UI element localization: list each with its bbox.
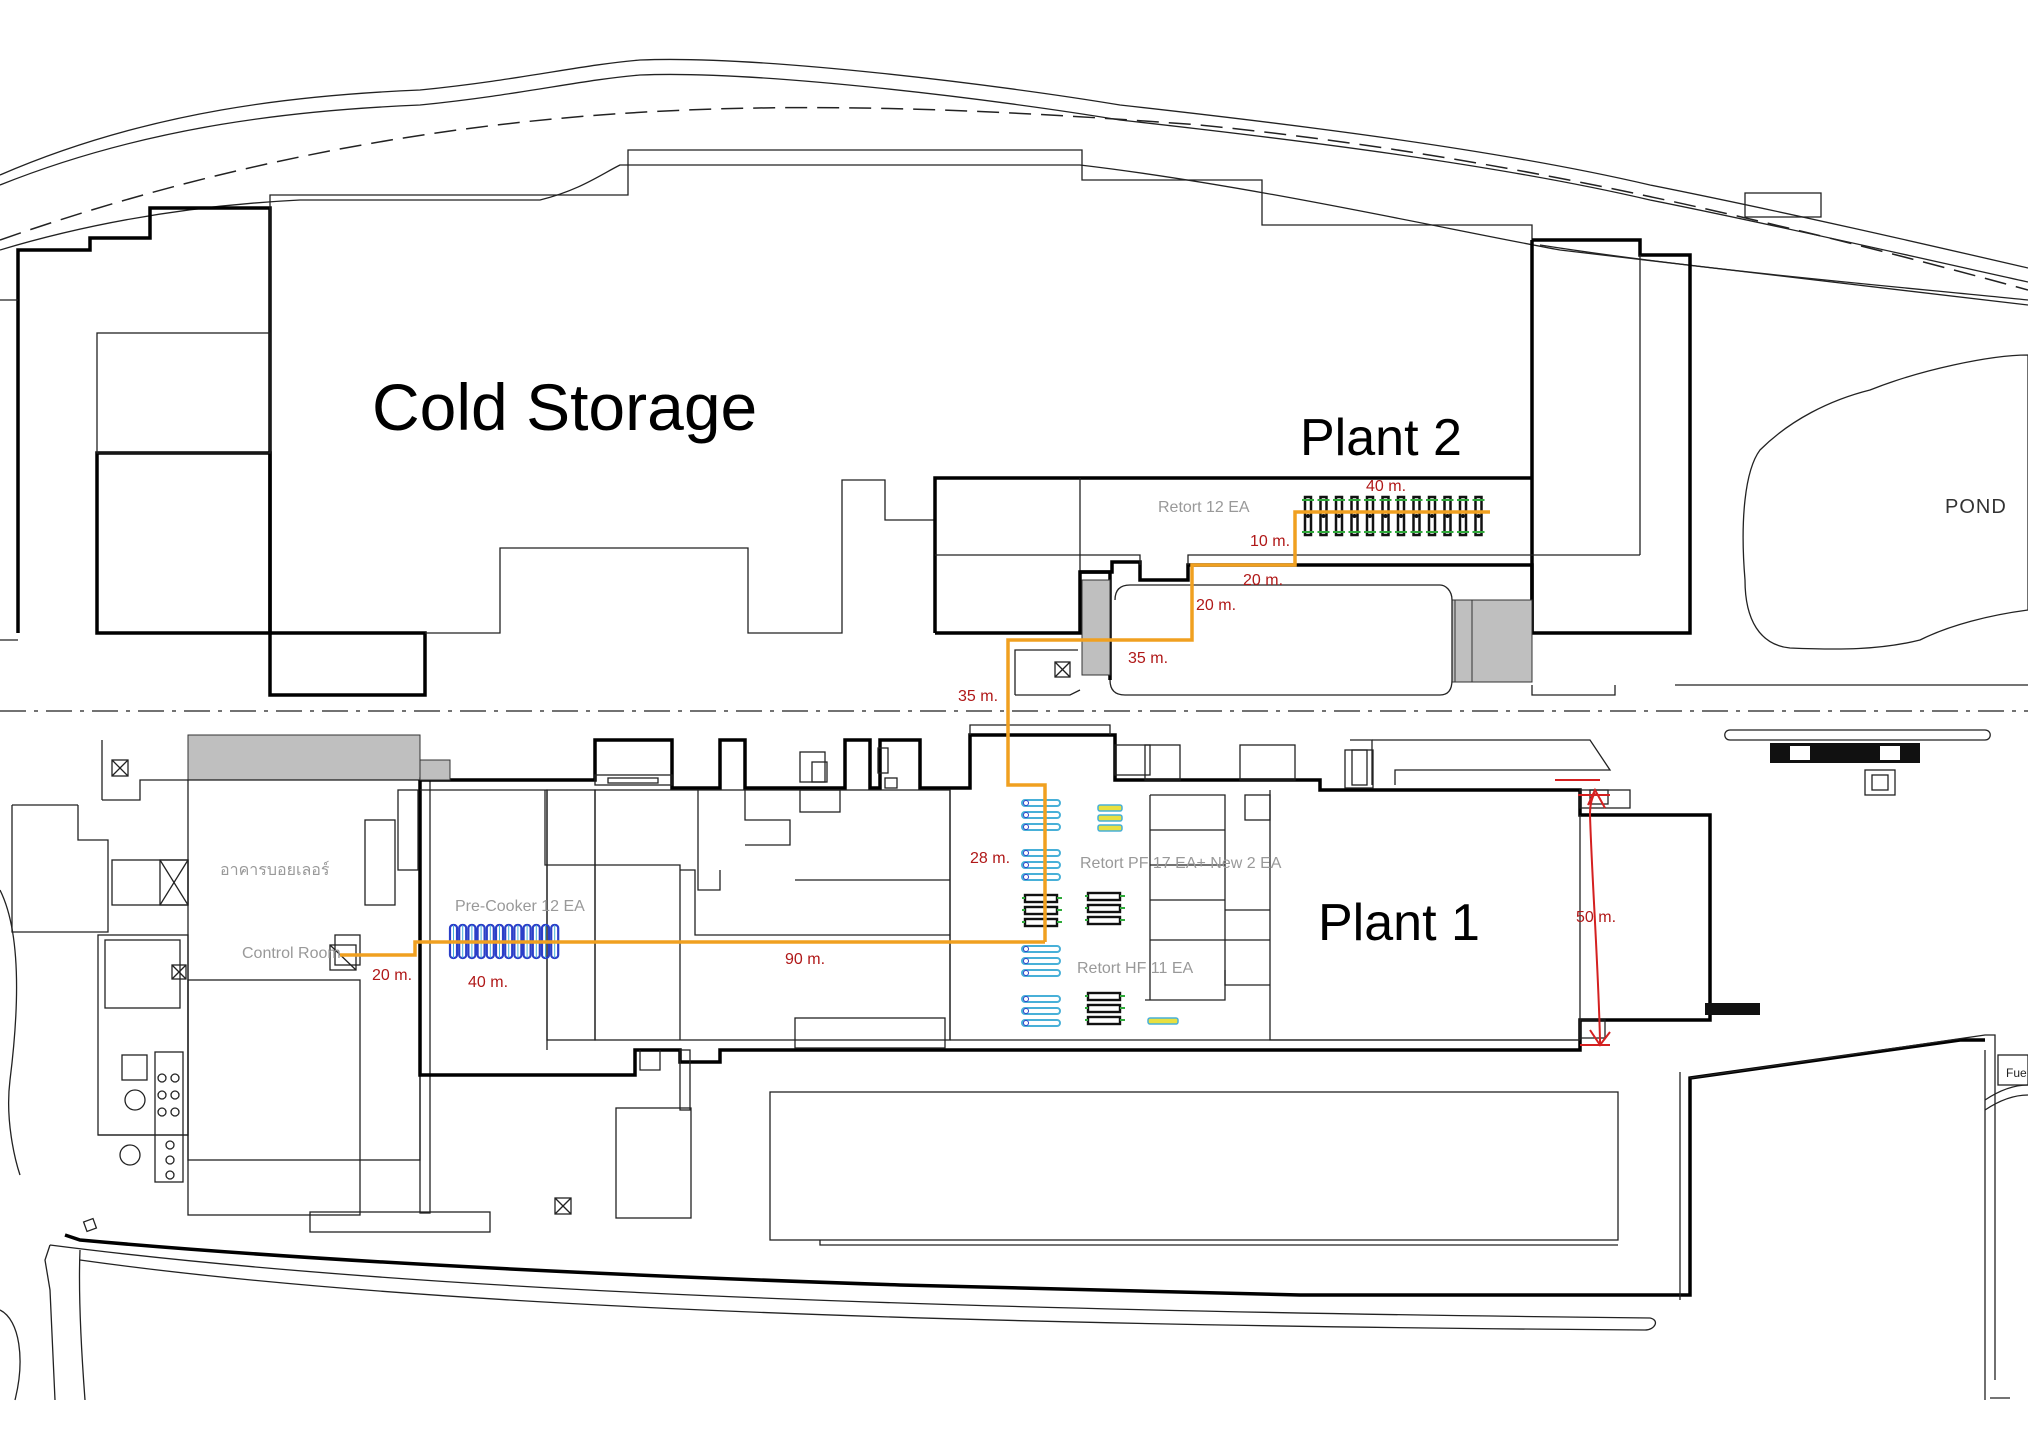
retort-pf-unit <box>1021 873 1061 881</box>
retort-hf-unit <box>1085 991 1125 1002</box>
dim-40m-plant2: 40 m. <box>1366 478 1406 495</box>
dim-10m: 10 m. <box>1250 533 1290 550</box>
plant1-label: Plant 1 <box>1318 894 1480 952</box>
retort-unit <box>1317 495 1330 537</box>
dim-35m-right: 35 m. <box>1128 650 1168 667</box>
retort-unit <box>1457 495 1469 537</box>
retort-unit <box>1410 495 1423 537</box>
retort-unit <box>1348 495 1361 537</box>
retort-hf-unit <box>1085 915 1125 926</box>
plant1-building: Plant 1 Pre-Cooker 12 EA Retort PF 17 EA… <box>397 724 1760 1246</box>
retort-pf-unit <box>1021 995 1061 1003</box>
retort-pf-unit <box>1097 824 1123 832</box>
fuel-tag-label: Fue <box>2006 1066 2027 1080</box>
retort-pf-unit <box>1021 957 1061 965</box>
pre-cooker-label: Pre-Cooker 12 EA <box>455 898 585 915</box>
retort-pf-unit <box>1097 804 1123 812</box>
retort-hf-unit <box>1022 917 1062 928</box>
retort-unit <box>1302 495 1314 537</box>
retort-pf-unit <box>1021 823 1061 831</box>
retort-unit <box>1333 495 1345 537</box>
retort-hf-unit <box>1085 903 1125 914</box>
retort-unit <box>1379 495 1392 537</box>
retort-pf-unit <box>1021 1007 1061 1015</box>
dim-35m-left: 35 m. <box>958 688 998 705</box>
retort-unit <box>1426 495 1438 537</box>
retort-pf-unit <box>1021 799 1061 807</box>
steam-pipe-route <box>340 510 1611 1047</box>
retort-hf-label: Retort HF 11 EA <box>1077 960 1194 977</box>
retort-pf-unit <box>1021 969 1061 977</box>
dim-50m: 50 m. <box>1576 909 1616 926</box>
boiler-area: อาคารบอยเลอร์ Control Room <box>0 734 491 1233</box>
boiler-building-label: อาคารบอยเลอร์ <box>220 860 330 879</box>
retort-hf-unit <box>1022 893 1062 904</box>
retort-hf-unit <box>1085 1003 1125 1014</box>
pond-area: POND <box>1742 354 2028 650</box>
road-divider <box>0 684 2028 796</box>
cold-storage-label: Cold Storage <box>372 370 757 444</box>
retort-pf-unit <box>1021 861 1061 869</box>
retort-hf-unit <box>1022 905 1062 916</box>
plant2-building: Plant 2 Retort 12 EA <box>933 238 1692 696</box>
retort-hf-unit <box>1085 1015 1125 1026</box>
dimension-labels: 40 m. 10 m. 20 m. 20 m. 35 m. 35 m. 28 m… <box>372 478 1616 991</box>
dim-90m: 90 m. <box>785 951 825 968</box>
dim-28m: 28 m. <box>970 850 1010 867</box>
plant1-retort-array <box>1021 799 1179 1027</box>
site-boundary-lines <box>0 58 2028 306</box>
plant2-label: Plant 2 <box>1300 409 1462 467</box>
retort-pf-unit <box>1021 849 1061 857</box>
plant2-retort-array <box>1302 495 1485 537</box>
dim-20m-upper: 20 m. <box>1243 572 1283 589</box>
retort-unit <box>1441 495 1454 537</box>
control-room-label: Control Room <box>242 945 341 962</box>
retort-unit <box>1364 495 1376 537</box>
retort-unit <box>1395 495 1407 537</box>
cold-storage-building: Cold Storage <box>0 149 1533 697</box>
dim-40m-precooker: 40 m. <box>468 974 508 991</box>
retort-pf-unit <box>1021 811 1061 819</box>
south-boundary: Fue <box>0 1034 2028 1401</box>
pond-label: POND <box>1945 496 2007 518</box>
retort-pf-unit <box>1021 945 1061 953</box>
retort-unit <box>1472 495 1485 537</box>
dim-20m-control: 20 m. <box>372 967 412 984</box>
retort-pf-unit <box>1097 814 1123 822</box>
retort-hf-unit <box>1085 891 1125 902</box>
retort-plant2-label: Retort 12 EA <box>1158 499 1250 516</box>
retort-pf-unit <box>1021 1019 1061 1027</box>
retort-pf-unit <box>1147 1017 1179 1025</box>
retort-pf-label: Retort PF 17 EA+ New 2 EA <box>1080 855 1282 872</box>
dim-20m-mid: 20 m. <box>1196 597 1236 614</box>
